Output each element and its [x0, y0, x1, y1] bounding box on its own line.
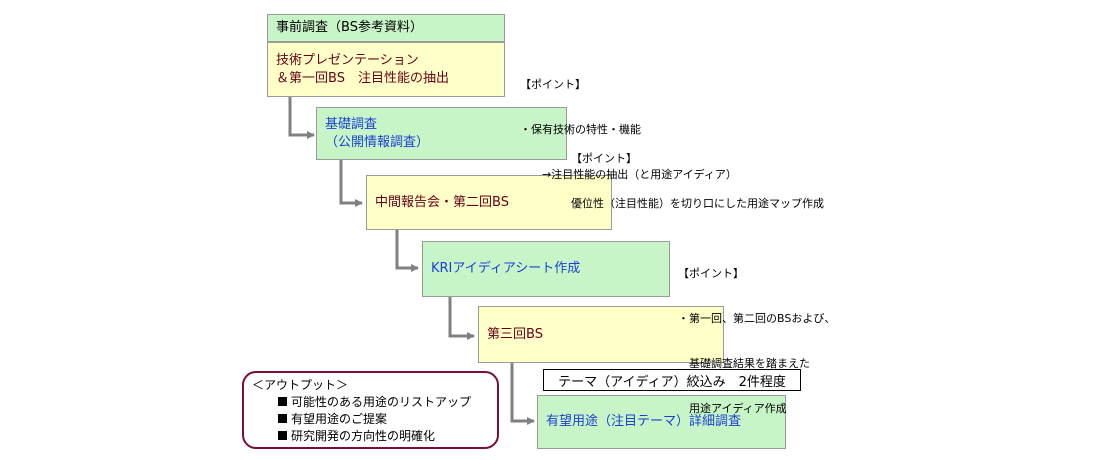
step-tech-presentation-line1: 技術プレゼンテーション [276, 52, 419, 68]
output-item: 可能性のある用途のリストアップ [252, 394, 489, 411]
step-interim-report: 中間報告会・第二回BS [366, 175, 612, 230]
point-note-1: 【ポイント】 ・保有技術の特性・機能 →注目性能の抽出（と用途アイディア） [520, 47, 737, 197]
output-title: ＜アウトプット＞ [252, 378, 349, 392]
step-basic-survey-line1: 基礎調査 [325, 116, 378, 132]
step-interim-report-label: 中間報告会・第二回BS [375, 194, 509, 210]
theme-narrowing-label: テーマ（アイディア）絞込み 2件程度 [558, 374, 786, 390]
point-note-3: 【ポイント】 ・第一回、第二回のBSおよび、 基礎調査結果を踏まえた 用途アイデ… [678, 236, 835, 431]
point-note-1-line1: ・保有技術の特性・機能 [520, 123, 641, 136]
output-item-label: 研究開発の方向性の明確化 [291, 429, 436, 443]
output-item: 研究開発の方向性の明確化 [252, 428, 489, 445]
connector-3 [395, 230, 419, 272]
output-item-label: 有望用途のご提案 [291, 412, 388, 426]
square-bullet-icon [278, 431, 287, 440]
square-bullet-icon [278, 397, 287, 406]
step-third-bs: 第三回BS [478, 306, 724, 363]
point-note-3-title: 【ポイント】 [678, 267, 744, 280]
step-kri-sheet-label: KRIアイディアシート作成 [431, 261, 581, 276]
connector-4 [448, 297, 475, 340]
step-pre-survey-label: 事前調査（BS参考資料） [276, 20, 423, 35]
step-basic-survey-line2: （公開情報調査） [325, 134, 430, 150]
output-item: 有望用途のご提案 [252, 411, 489, 428]
step-tech-presentation: 技術プレゼンテーション ＆第一回BS 注目性能の抽出 [267, 42, 505, 97]
step-basic-survey: 基礎調査 （公開情報調査） [316, 107, 567, 160]
point-note-2: 【ポイント】 優位性（注目性能）を切り口にした用途マップ作成 [571, 121, 824, 226]
point-note-1-line2: →注目性能の抽出（と用途アイディア） [520, 168, 737, 181]
connector-1 [288, 97, 315, 139]
step-third-bs-label: 第三回BS [487, 326, 543, 342]
output-box: ＜アウトプット＞ 可能性のある用途のリストアップ 有望用途のご提案 研究開発の方… [242, 371, 499, 449]
step-promising-use-label: 有望用途（注目テーマ）詳細調査 [546, 414, 742, 429]
point-note-2-line1: 優位性（注目性能）を切り口にした用途マップ作成 [571, 197, 824, 210]
step-pre-survey-header: 事前調査（BS参考資料） [267, 14, 505, 42]
connector-5 [510, 363, 535, 425]
connector-2 [339, 160, 363, 207]
output-item-label: 可能性のある用途のリストアップ [291, 395, 472, 409]
step-promising-use: 有望用途（注目テーマ）詳細調査 [537, 395, 786, 449]
step-kri-sheet: KRIアイディアシート作成 [422, 241, 670, 297]
point-note-3-line1: ・第一回、第二回のBSおよび、 [678, 312, 836, 325]
point-note-3-line2: 基礎調査結果を踏まえた [678, 357, 810, 370]
point-note-2-title: 【ポイント】 [571, 152, 637, 165]
theme-narrowing-box: テーマ（アイディア）絞込み 2件程度 [543, 369, 801, 391]
point-note-1-title: 【ポイント】 [520, 78, 586, 91]
step-tech-presentation-line2: ＆第一回BS 注目性能の抽出 [276, 70, 449, 86]
square-bullet-icon [278, 414, 287, 423]
point-note-3-line3: 用途アイディア作成 [678, 402, 787, 415]
